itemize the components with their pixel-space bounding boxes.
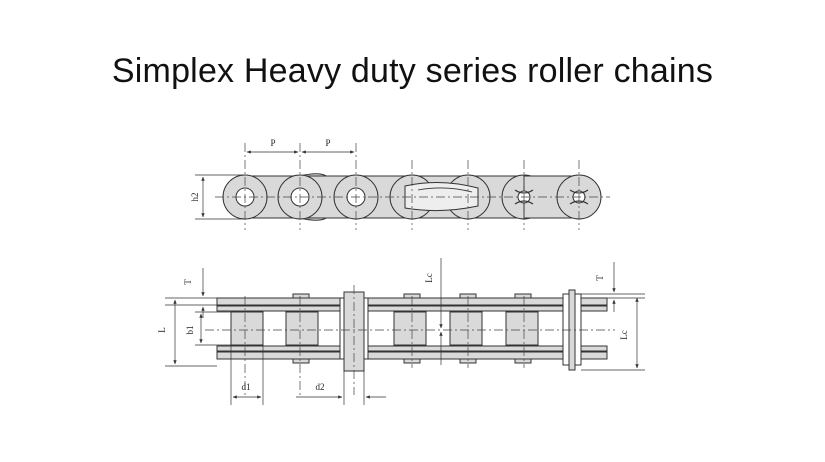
chain-plan-view: T L b1 Lc T Lc d1 d2: [157, 258, 645, 405]
pitch-label-1: P: [270, 138, 275, 148]
T-left-label: T: [183, 279, 193, 285]
roller-2: [285, 311, 319, 346]
roller-3: [393, 311, 427, 346]
Lc-right-label: Lc: [619, 330, 629, 340]
b1-label: b1: [185, 326, 195, 335]
d2-label: d2: [316, 382, 325, 392]
diagram-title: Simplex Heavy duty series roller chains: [111, 52, 714, 90]
roller-1: [230, 311, 264, 346]
h2-label: h2: [190, 193, 200, 202]
spring-clip: [404, 181, 479, 212]
chain-side-view: P P h2: [190, 138, 610, 230]
roller-4: [449, 311, 483, 346]
L-label: L: [157, 327, 167, 333]
roller-5: [505, 311, 539, 346]
pitch-label-2: P: [325, 138, 330, 148]
T-right-label: T: [595, 275, 605, 281]
d1-label: d1: [242, 382, 251, 392]
Lc-top-label: Lc: [424, 273, 434, 283]
